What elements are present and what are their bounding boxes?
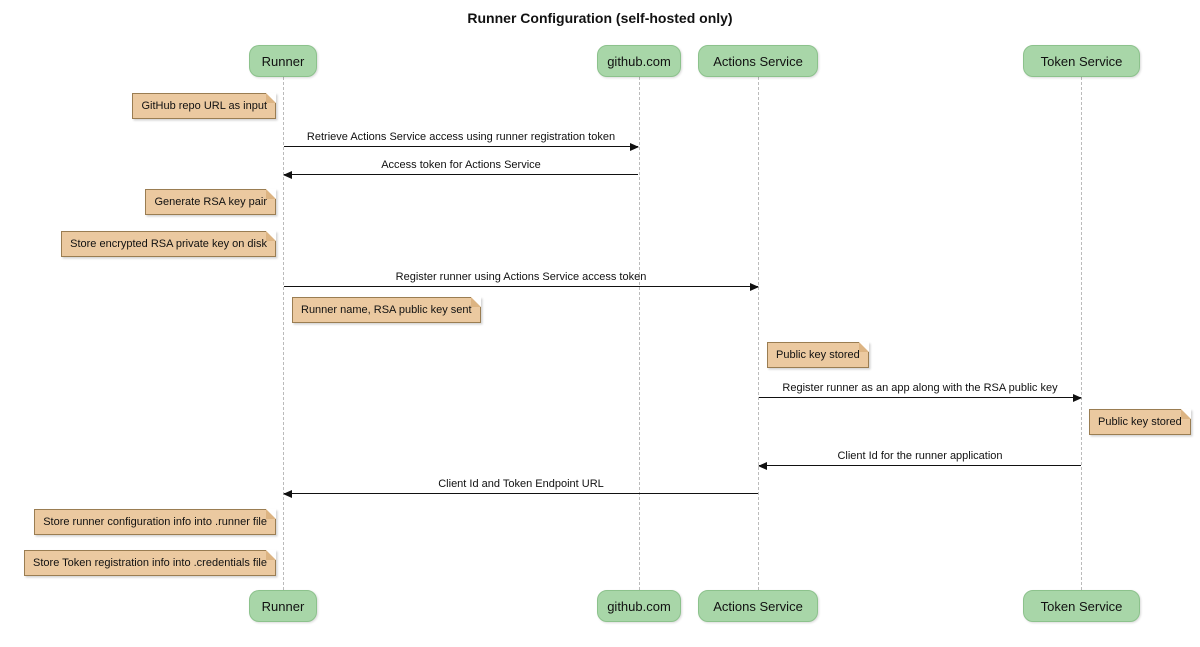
- participant-github-bottom: github.com: [597, 590, 681, 622]
- note-public-key-stored-ts: Public key stored: [1089, 409, 1191, 435]
- message-label: Register runner using Actions Service ac…: [395, 271, 647, 283]
- arrowhead-left-icon: [283, 171, 292, 179]
- message-line: [759, 394, 1082, 402]
- participant-runner-bottom: Runner: [249, 590, 317, 622]
- message-line: [283, 490, 758, 498]
- lifeline-actions-service: [758, 77, 759, 590]
- message-label: Access token for Actions Service: [381, 159, 541, 171]
- message-client-id-endpoint: Client Id and Token Endpoint URL: [283, 478, 758, 498]
- note-text: GitHub repo URL as input: [141, 100, 267, 112]
- lifeline-runner: [283, 77, 284, 590]
- message-label: Register runner as an app along with the…: [782, 382, 1058, 394]
- note-fold-corner-icon: [266, 550, 276, 560]
- note-fold-corner-icon: [1180, 409, 1191, 419]
- message-access-token: Access token for Actions Service: [283, 159, 638, 179]
- note-text: Public key stored: [776, 349, 860, 361]
- note-text: Generate RSA key pair: [154, 196, 267, 208]
- note-fold-corner-icon: [266, 189, 276, 199]
- participant-actions-service-top: Actions Service: [698, 45, 818, 77]
- note-text: Store Token registration info into .cred…: [33, 557, 267, 569]
- note-text: Runner name, RSA public key sent: [301, 304, 472, 316]
- arrowhead-left-icon: [758, 462, 767, 470]
- note-runner-name-sent: Runner name, RSA public key sent: [292, 297, 481, 323]
- diagram-title: Runner Configuration (self-hosted only): [467, 10, 733, 26]
- message-retrieve-access: Retrieve Actions Service access using ru…: [284, 131, 639, 151]
- message-client-id: Client Id for the runner application: [758, 450, 1081, 470]
- message-label: Client Id for the runner application: [837, 450, 1003, 462]
- participant-github-top: github.com: [597, 45, 681, 77]
- message-line: [283, 171, 638, 179]
- participant-actions-service-bottom: Actions Service: [698, 590, 818, 622]
- message-label: Retrieve Actions Service access using ru…: [306, 131, 616, 143]
- note-fold-corner-icon: [470, 297, 481, 307]
- message-line: [284, 143, 639, 151]
- note-generate-rsa: Generate RSA key pair: [145, 189, 276, 215]
- message-label: Client Id and Token Endpoint URL: [438, 478, 604, 490]
- note-github-repo-url: GitHub repo URL as input: [132, 93, 276, 119]
- participant-runner-top: Runner: [249, 45, 317, 77]
- arrowhead-right-icon: [1073, 394, 1082, 402]
- participant-token-service-bottom: Token Service: [1023, 590, 1140, 622]
- message-register-runner: Register runner using Actions Service ac…: [284, 271, 759, 291]
- participant-token-service-top: Token Service: [1023, 45, 1140, 77]
- note-text: Store runner configuration info into .ru…: [43, 516, 267, 528]
- note-public-key-stored-as: Public key stored: [767, 342, 869, 368]
- note-text: Store encrypted RSA private key on disk: [70, 238, 267, 250]
- message-line: [284, 283, 759, 291]
- lifeline-token-service: [1081, 77, 1082, 590]
- message-register-app: Register runner as an app along with the…: [759, 382, 1082, 402]
- lifeline-github: [639, 77, 640, 590]
- note-fold-corner-icon: [266, 93, 276, 103]
- arrowhead-right-icon: [630, 143, 639, 151]
- note-store-runner-file: Store runner configuration info into .ru…: [34, 509, 276, 535]
- note-fold-corner-icon: [266, 509, 276, 519]
- note-fold-corner-icon: [858, 342, 869, 352]
- note-fold-corner-icon: [266, 231, 276, 241]
- note-text: Public key stored: [1098, 416, 1182, 428]
- note-store-private-key: Store encrypted RSA private key on disk: [61, 231, 276, 257]
- note-store-credentials: Store Token registration info into .cred…: [24, 550, 276, 576]
- arrowhead-right-icon: [750, 283, 759, 291]
- message-line: [758, 462, 1081, 470]
- arrowhead-left-icon: [283, 490, 292, 498]
